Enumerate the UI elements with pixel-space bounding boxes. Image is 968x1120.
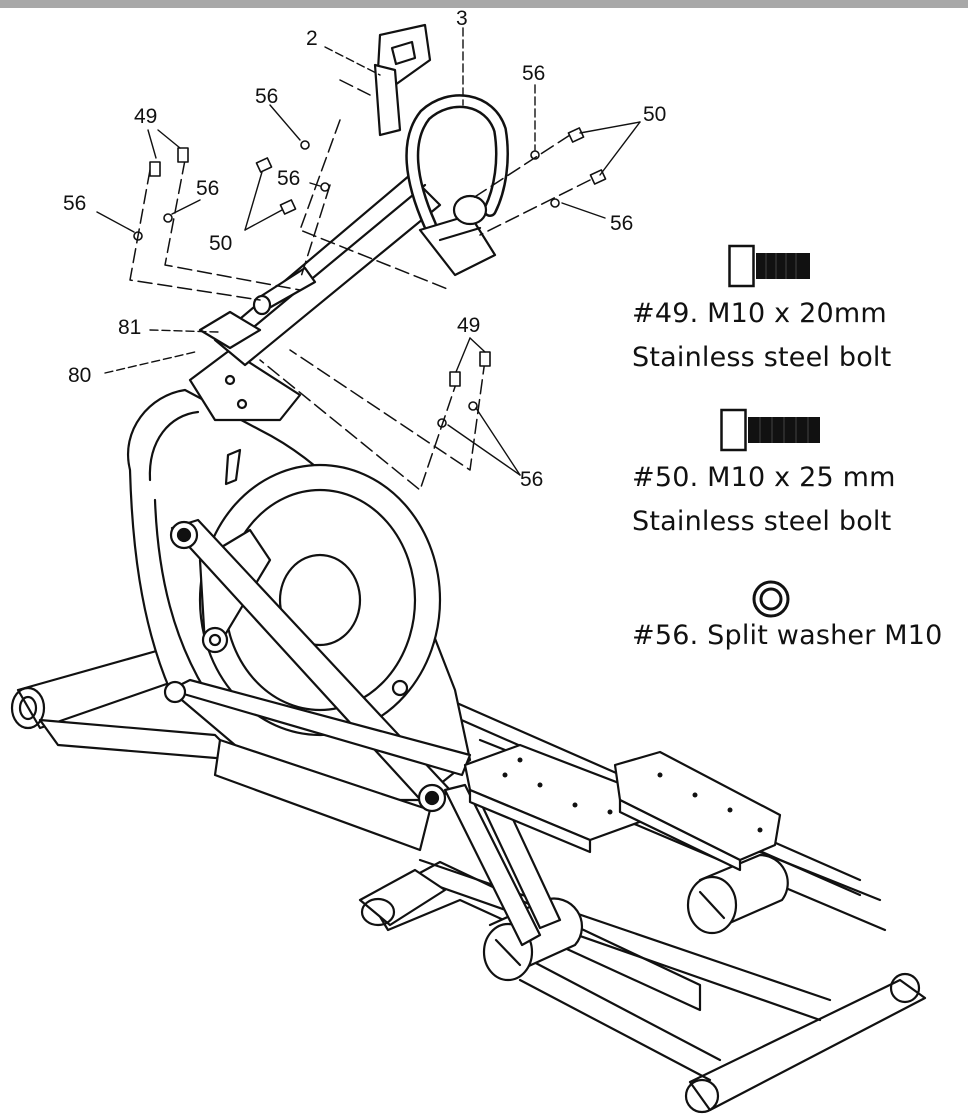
front-stabilizer <box>684 972 927 1114</box>
console-bracket <box>373 23 432 137</box>
flywheel-shroud <box>198 463 442 852</box>
top-border <box>0 0 968 8</box>
legend-50-desc: Stainless steel bolt <box>632 506 892 537</box>
handlebar <box>405 94 509 277</box>
left-pedal-arm <box>163 518 472 813</box>
legend-50-part: #50. M10 x 25 mm <box>632 462 896 493</box>
callout-50-left: 50 <box>209 232 232 255</box>
right-pedal <box>613 750 782 872</box>
bolt-long-icon <box>720 408 820 452</box>
legend-56-part: #56. Split washer M10 <box>632 620 943 651</box>
legend-49-part: #49. M10 x 20mm <box>632 298 887 329</box>
assembly-guide-lines <box>129 79 591 491</box>
leader-lines <box>96 27 641 476</box>
callout-50-right: 50 <box>643 103 666 126</box>
rear-stabilizer <box>10 648 180 730</box>
callout-56-f: 56 <box>610 212 633 235</box>
callout-56-b: 56 <box>522 62 545 85</box>
callout-81: 81 <box>118 316 141 339</box>
right-roller <box>686 853 789 935</box>
callout-56-g: 56 <box>520 468 543 491</box>
bolt-short-icon <box>728 244 810 288</box>
split-washer-icon <box>752 580 790 618</box>
callout-80: 80 <box>68 364 91 387</box>
callout-49-right: 49 <box>457 314 480 337</box>
callout-2: 2 <box>306 27 318 50</box>
callout-56-e: 56 <box>63 192 86 215</box>
legend-49-desc: Stainless steel bolt <box>632 342 892 373</box>
callout-3: 3 <box>456 7 468 30</box>
callout-56-d: 56 <box>277 167 300 190</box>
console-mast <box>188 173 442 486</box>
callout-56-c: 56 <box>196 177 219 200</box>
callout-56-a: 56 <box>255 85 278 108</box>
callout-49-left: 49 <box>134 105 157 128</box>
callout-numbers: 2 3 49 49 50 50 56 56 56 56 56 56 56 80 … <box>63 7 666 491</box>
hardware-washers <box>133 140 560 428</box>
